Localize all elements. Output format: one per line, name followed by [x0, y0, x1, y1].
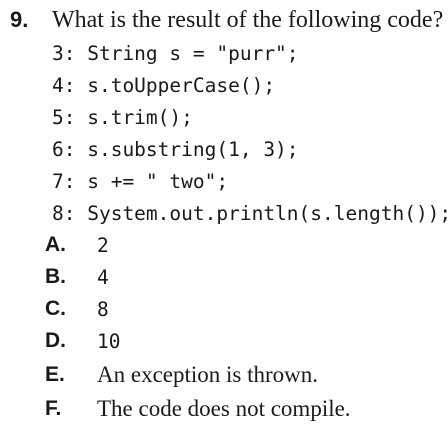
option-letter: D. — [45, 329, 66, 352]
question-prompt: What is the result of the following code… — [52, 7, 444, 33]
option-letter: E. — [45, 363, 65, 386]
option-letter: F. — [45, 397, 62, 420]
answer-option-b: B. 4 — [45, 261, 109, 293]
code-line: 3: String s = "purr"; — [52, 42, 299, 65]
option-text: The code does not compile. — [97, 396, 351, 421]
option-text: 8 — [97, 297, 109, 321]
option-text: 2 — [97, 233, 109, 257]
question-header: 9. What is the result of the following c… — [10, 7, 443, 41]
option-letter: C. — [45, 297, 66, 320]
answer-option-d: D. 10 — [45, 325, 120, 357]
answer-option-f: F. The code does not compile. — [45, 393, 351, 425]
question-number: 9. — [10, 7, 29, 32]
code-line: 8: System.out.println(s.length()); — [52, 202, 448, 225]
code-line: 4: s.toUpperCase(); — [52, 74, 276, 97]
answer-option-e: E. An exception is thrown. — [45, 359, 318, 391]
option-letter: B. — [45, 265, 66, 288]
option-letter: A. — [45, 233, 66, 256]
answer-option-a: A. 2 — [45, 229, 109, 261]
code-line: 5: s.trim(); — [52, 106, 193, 129]
code-line: 7: s += " two"; — [52, 170, 229, 193]
code-line: 6: s.substring(1, 3); — [52, 138, 299, 161]
answer-option-c: C. 8 — [45, 293, 109, 325]
option-text: 4 — [97, 265, 109, 289]
option-text: An exception is thrown. — [97, 362, 319, 387]
option-text: 10 — [97, 329, 121, 353]
